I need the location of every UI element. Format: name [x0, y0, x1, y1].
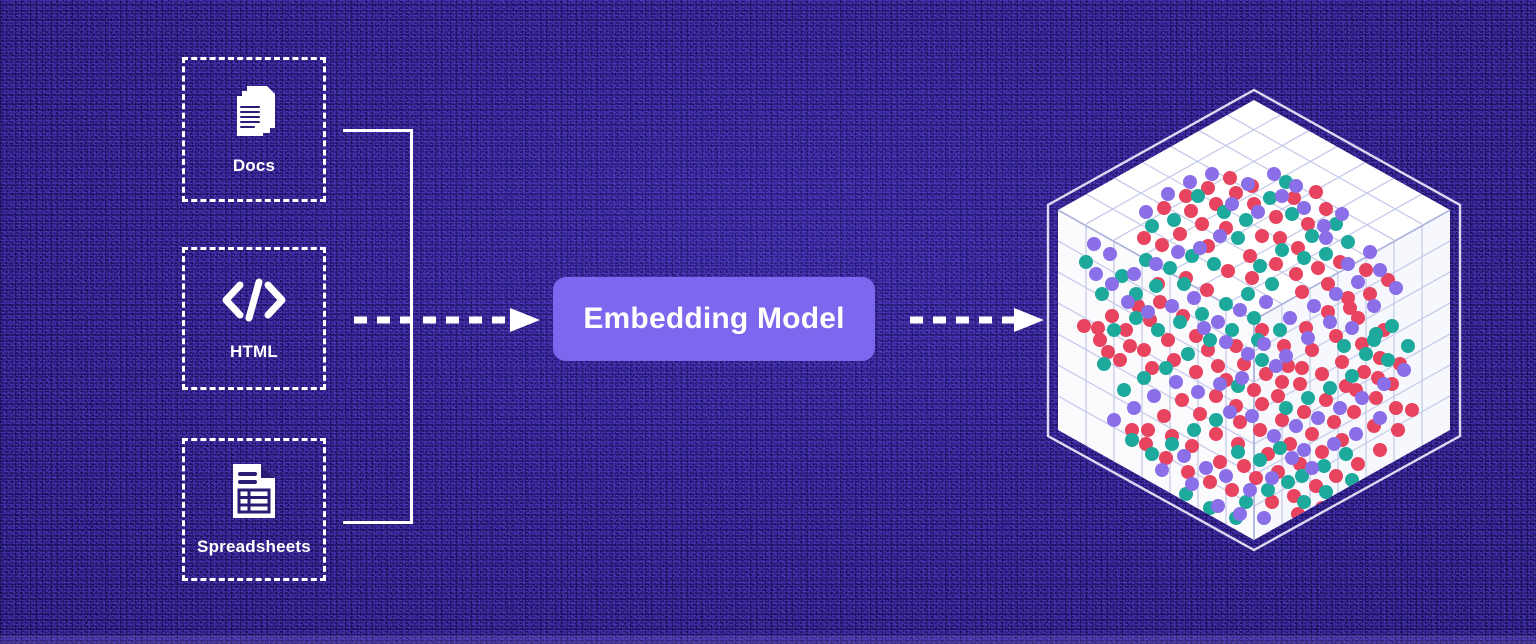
source-box-html[interactable]: HTML	[182, 247, 326, 390]
embedding-model-node[interactable]: Embedding Model	[553, 277, 875, 361]
source-label-spreadsheets: Spreadsheets	[197, 537, 311, 556]
source-box-docs[interactable]: Docs	[182, 57, 326, 202]
cube-outline	[1046, 88, 1462, 552]
code-tags-icon	[220, 275, 288, 330]
source-bracket-connector	[343, 129, 413, 524]
spreadsheet-file-icon	[229, 462, 279, 525]
source-label-html: HTML	[229, 342, 278, 361]
scatter-3d-plot	[1046, 88, 1462, 552]
source-box-spreadsheets[interactable]: Spreadsheets	[182, 438, 326, 581]
scatter-points	[1077, 167, 1419, 525]
bottom-edge-strip	[0, 635, 1536, 644]
arrow-model-to-vectorspace	[910, 308, 1044, 332]
vector-space-cube	[1040, 78, 1470, 564]
documents-stack-icon	[227, 83, 281, 144]
embedding-model-label: Embedding Model	[583, 302, 845, 335]
source-label-docs: Docs	[232, 156, 276, 175]
arrow-sources-to-model	[354, 308, 540, 332]
